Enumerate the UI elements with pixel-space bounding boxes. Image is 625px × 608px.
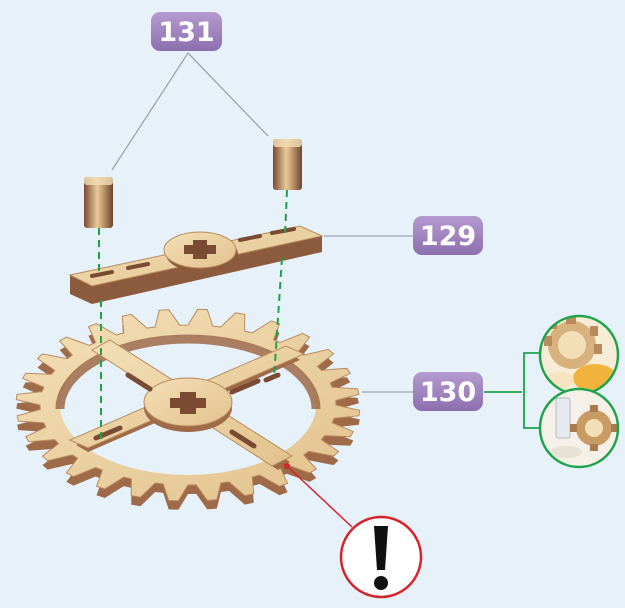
svg-text:131: 131 <box>158 17 214 48</box>
peg-left <box>84 177 113 228</box>
part-badge-129: 129 <box>413 216 483 255</box>
svg-text:129: 129 <box>420 221 476 252</box>
tip-bracket <box>484 353 540 428</box>
peg-right <box>273 139 302 190</box>
part-badge-130: 130 <box>413 372 483 411</box>
tip-photo-top <box>539 315 619 395</box>
gear-part-130 <box>16 309 359 510</box>
part-badge-131: 131 <box>151 12 222 51</box>
svg-text:130: 130 <box>420 377 476 408</box>
tip-photo-bottom <box>539 388 619 468</box>
warning-callout <box>284 463 421 597</box>
bar-part-129 <box>70 226 322 304</box>
